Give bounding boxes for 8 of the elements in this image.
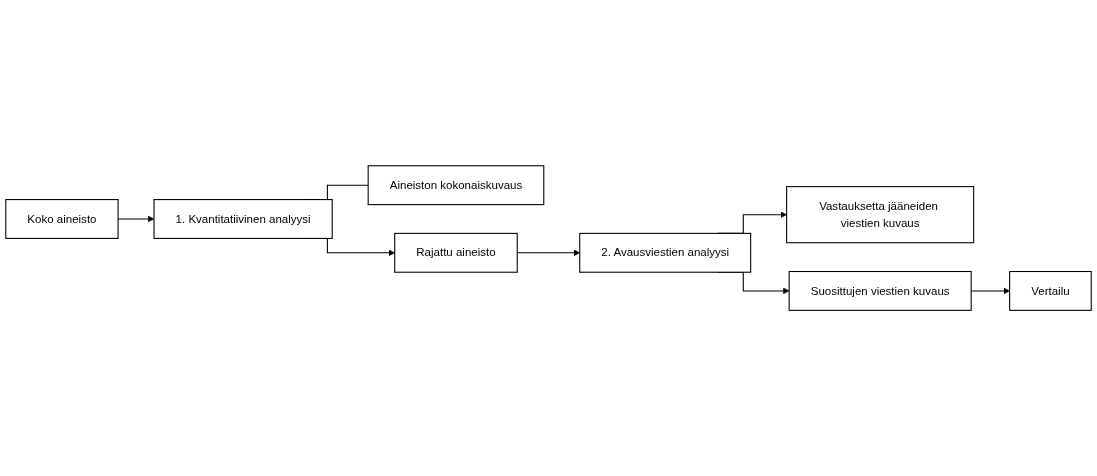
node-box: Vertailu (1009, 270, 1092, 311)
node-box: 1. Kvantitatiivinen analyysi (153, 198, 333, 239)
node-box: Vastauksetta jääneiden viestien kuvaus (786, 186, 975, 244)
node-box: Rajattu aineisto (394, 232, 518, 273)
node-box: Suosittujen viestien kuvaus (788, 270, 972, 311)
node-box: Koko aineisto (5, 198, 119, 239)
node-box: Aineiston kokonaiskuvaus (367, 165, 545, 206)
node-box: 2. Avausviestien analyysi (579, 232, 752, 273)
